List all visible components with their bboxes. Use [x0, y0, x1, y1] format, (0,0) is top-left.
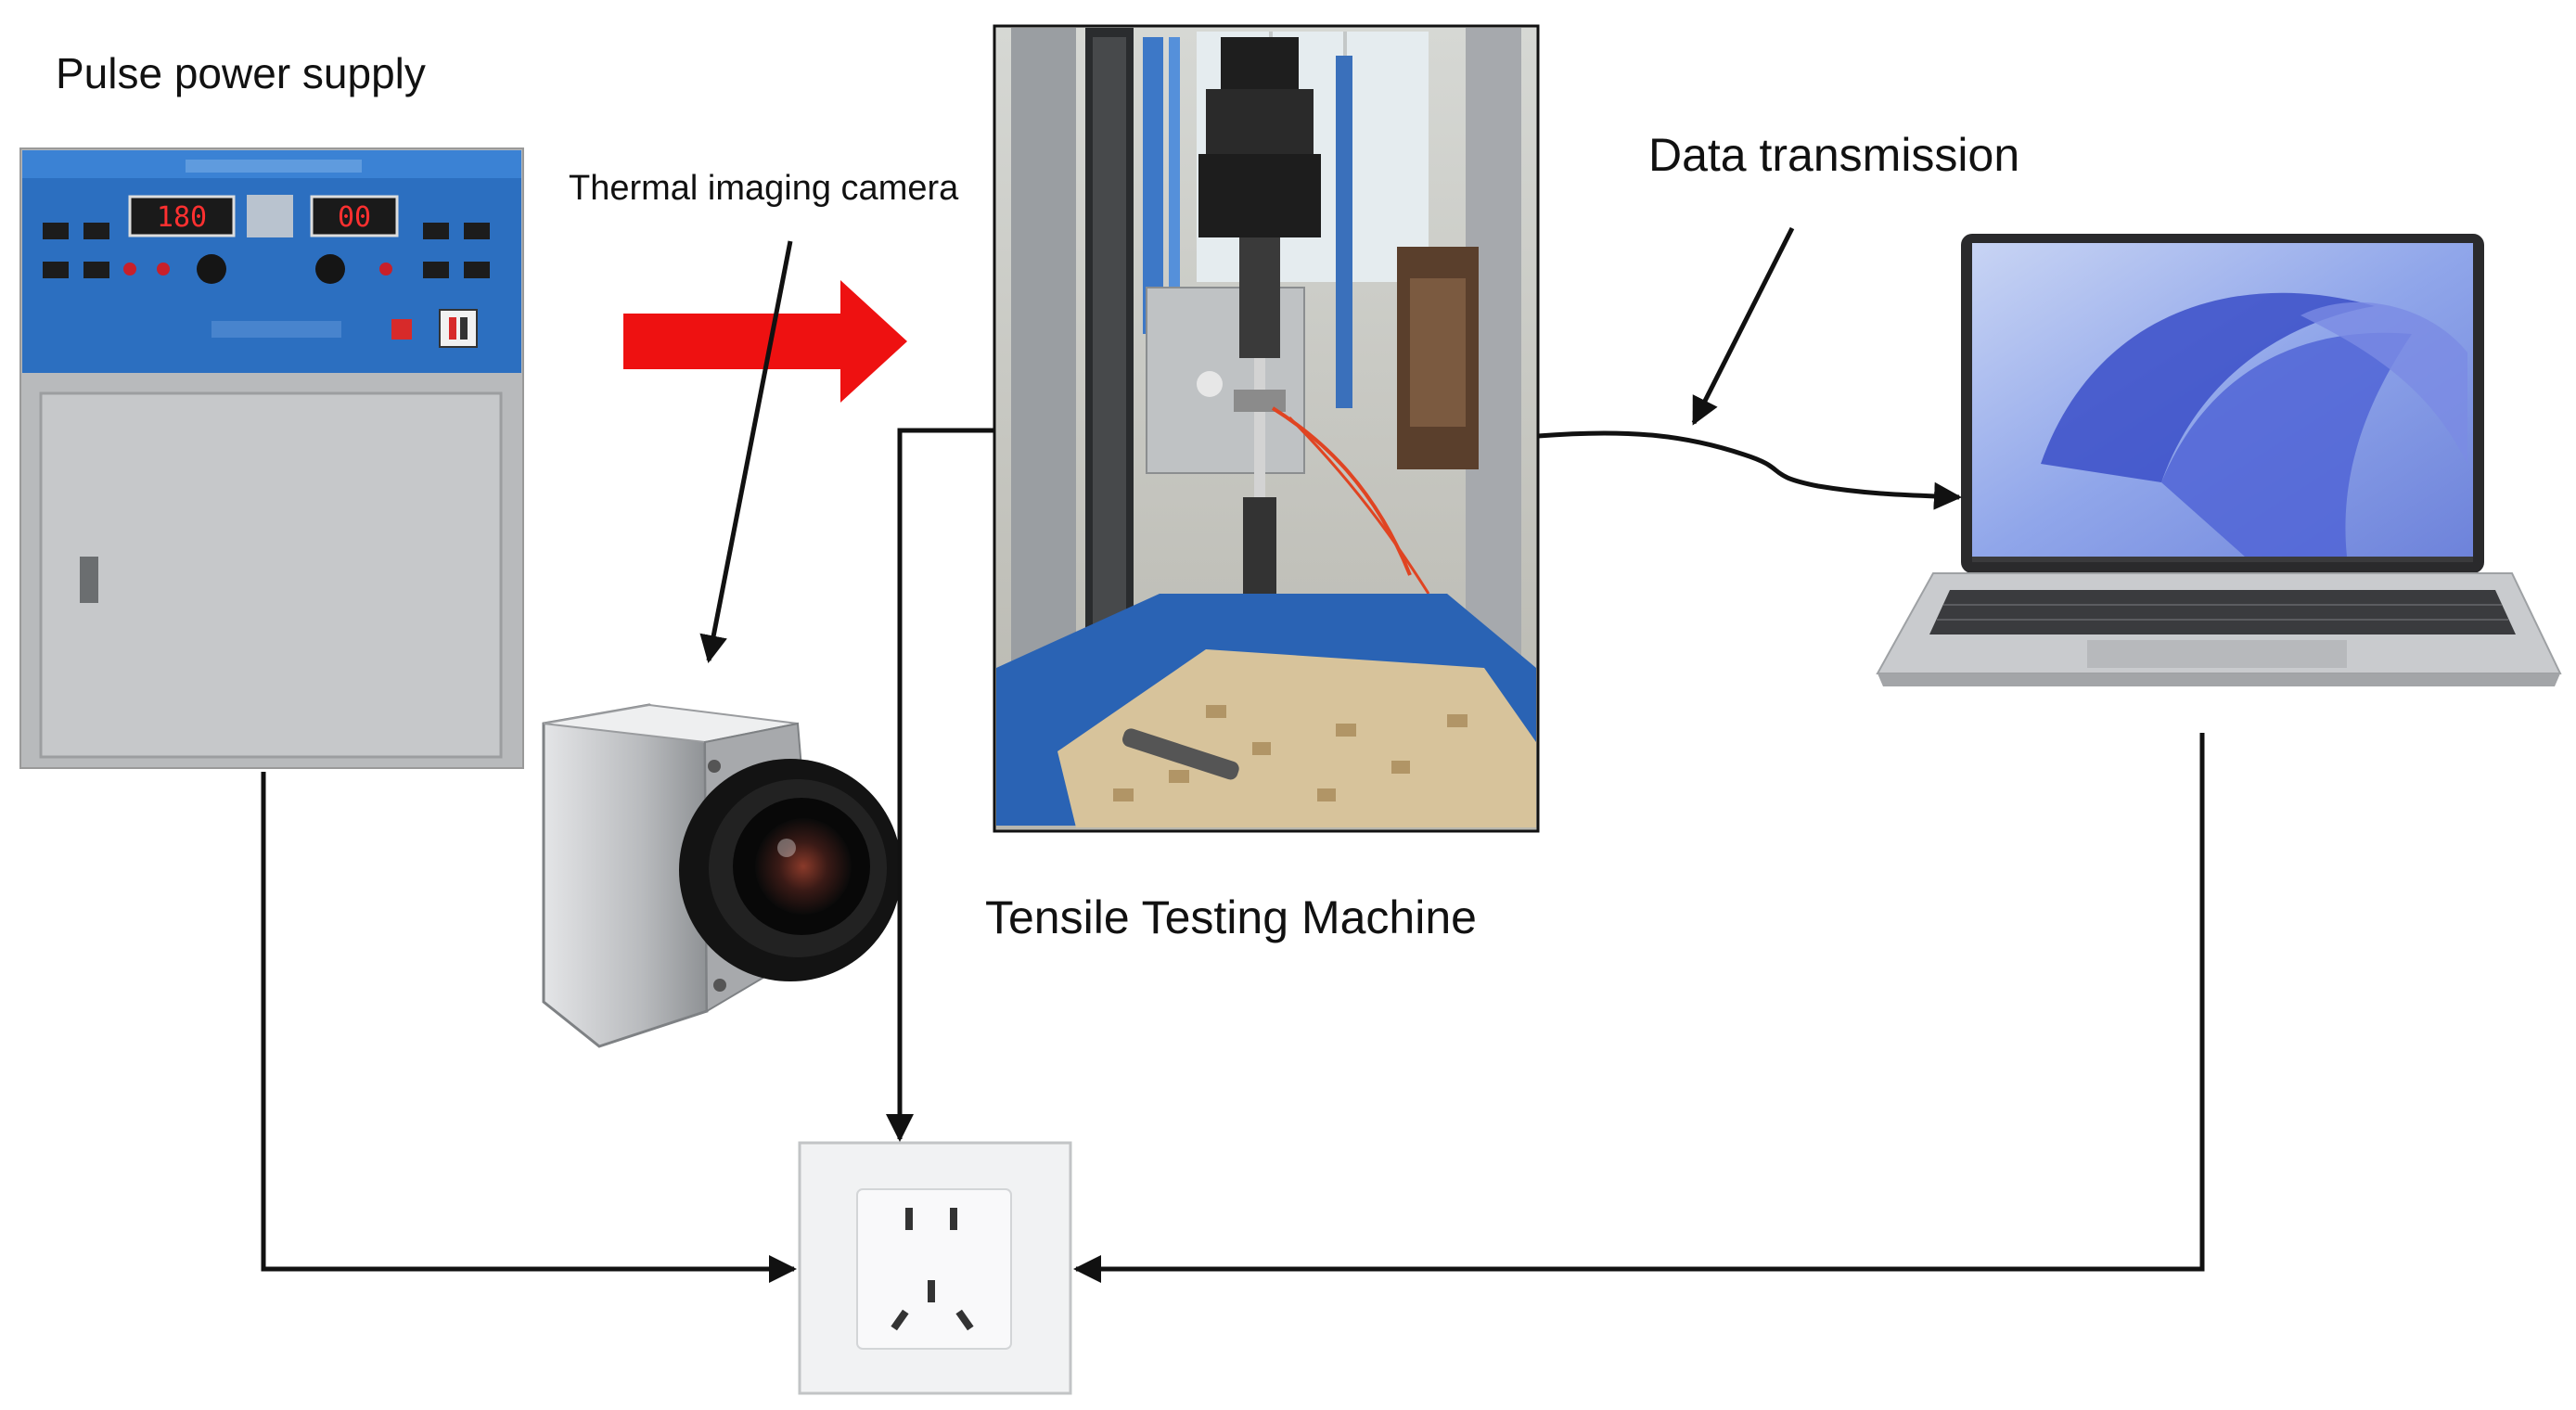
data-transmission-label: Data transmission — [1648, 129, 2020, 181]
left-knob-icon — [197, 254, 226, 284]
machine-power-line — [886, 428, 994, 1142]
cabinet-handle-icon — [80, 557, 98, 603]
keyboard-icon — [1929, 590, 2516, 634]
panel-buttons — [43, 223, 490, 278]
data-cable — [1537, 430, 1962, 510]
thermal-camera-label: Thermal imaging camera — [569, 169, 959, 208]
voltmeter-readout: 00 — [338, 201, 371, 234]
socket-pin-icon — [955, 1309, 974, 1331]
red-arrow — [623, 280, 907, 403]
pulse-power-supply: 180 00 — [19, 147, 524, 769]
tensile-machine-label: Tensile Testing Machine — [985, 891, 1477, 943]
power-supply-line — [261, 772, 797, 1283]
socket-pin-icon — [950, 1208, 957, 1230]
thermal-camera — [542, 703, 902, 1048]
thermal-camera-pointer — [699, 240, 793, 663]
data-transmission-pointer — [1691, 226, 1795, 426]
pulse-power-supply-label: Pulse power supply — [56, 49, 426, 97]
socket-pin-icon — [891, 1309, 909, 1331]
right-knob-icon — [315, 254, 345, 284]
laptop-power-line — [1073, 733, 2205, 1283]
laptop — [1876, 234, 2562, 686]
power-switch-icon — [439, 309, 478, 348]
ammeter-readout: 180 — [157, 201, 207, 234]
socket-pin-icon — [905, 1208, 913, 1230]
wall-socket — [798, 1141, 1072, 1395]
tensile-machine-photo — [993, 24, 1540, 833]
ammeter-display — [128, 195, 236, 237]
socket-pin-icon — [928, 1280, 935, 1302]
voltmeter-display — [310, 195, 399, 237]
